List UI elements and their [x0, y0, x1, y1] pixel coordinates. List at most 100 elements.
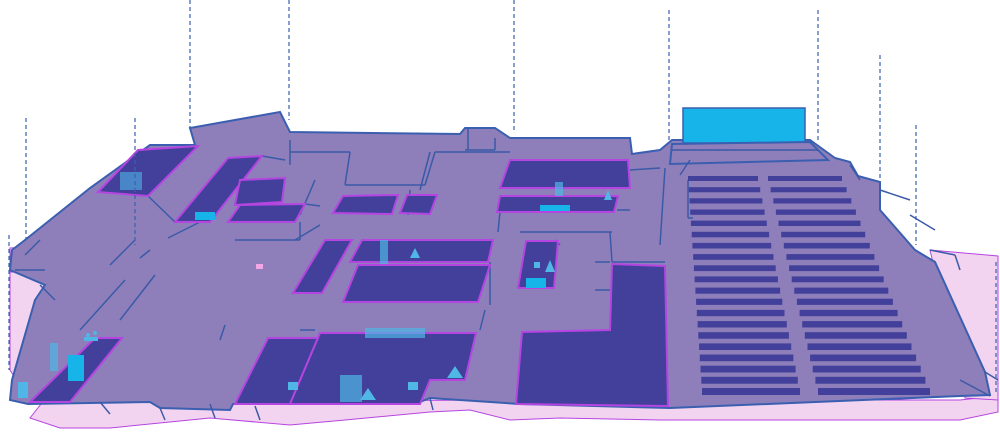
seat-row-right [775, 209, 856, 215]
marker [256, 264, 263, 269]
wall-line [261, 155, 286, 161]
seat-row-right [818, 388, 930, 395]
seat-row-right [802, 321, 903, 328]
wall-line [629, 167, 661, 171]
wall-line [497, 211, 501, 233]
wall-line [147, 195, 176, 223]
tree-icon [447, 366, 463, 378]
seat-row-left [690, 220, 767, 226]
seat-row-right [815, 376, 926, 384]
room-south-center-b [288, 332, 478, 405]
seat-row-right [773, 198, 852, 204]
wall-line [294, 224, 321, 241]
wall-lines [15, 128, 999, 421]
wall-line [209, 403, 216, 419]
seat-row-right [799, 309, 898, 317]
seat-row-right [770, 187, 847, 193]
screen-icon [534, 262, 540, 268]
seat-row-right [786, 254, 875, 260]
room-center-c [341, 264, 492, 303]
wall-line [139, 249, 151, 259]
tree-icon [545, 260, 555, 272]
wall-line [99, 401, 111, 415]
seat-row-left [696, 309, 785, 317]
seat-row-left [701, 376, 798, 384]
seat-row-left [691, 231, 770, 238]
desk-block [540, 205, 570, 211]
room-center-north-b [398, 194, 439, 216]
seat-row-left [700, 365, 796, 373]
room-south-east-hall [514, 262, 670, 408]
wall-line [344, 151, 351, 186]
room-north-strip [498, 159, 632, 189]
room-west-cluster-a [172, 154, 265, 223]
theater-stage [668, 140, 831, 166]
wall-line [109, 239, 136, 266]
seat-row-right [778, 220, 861, 226]
wall-line [304, 203, 321, 207]
wall-line [609, 231, 613, 263]
seat-row-right [791, 276, 884, 283]
seat-row-right [794, 287, 889, 294]
wall-line [954, 254, 961, 271]
desk-block [195, 212, 215, 220]
glow-panel [365, 328, 425, 338]
wall-line [424, 151, 436, 186]
seat-row-left [688, 187, 761, 193]
wall-line [849, 164, 861, 181]
seat-row-left [693, 254, 774, 260]
seat-row-left [692, 242, 772, 249]
wall-line [879, 189, 911, 201]
furniture-accents [18, 172, 612, 402]
tree-icon [604, 190, 612, 200]
seat-row-left [690, 209, 765, 215]
room-west-cluster-b [233, 176, 287, 207]
seat-row-left [702, 388, 800, 395]
room-north-strip-lower [495, 195, 620, 213]
bench-icon [18, 382, 28, 398]
wall-line [929, 249, 956, 256]
glow-panel [340, 375, 362, 402]
wall-line [984, 371, 999, 381]
glow-panel [50, 343, 58, 371]
seat-row-right [789, 265, 880, 272]
seat-row-left [699, 343, 792, 350]
wall-line [79, 279, 126, 331]
seat-row-right [783, 242, 870, 249]
glow-panel [380, 240, 388, 264]
seat-row-left [695, 287, 781, 294]
room-center-b [348, 239, 495, 263]
rooms [27, 144, 670, 408]
seat-row-right [804, 332, 907, 339]
wall-line [24, 239, 41, 256]
theater-seating [688, 176, 930, 395]
wall-line [419, 151, 431, 191]
seat-row-left [697, 321, 787, 328]
seat-row-right [807, 343, 912, 350]
tree-icon [360, 388, 376, 400]
seat-row-left [688, 176, 758, 181]
seat-row-left [699, 354, 794, 362]
seat-row-right [781, 231, 866, 238]
theater-screen [683, 108, 805, 143]
glow-panel [120, 172, 142, 190]
seat-row-left [696, 298, 783, 305]
wall-line [167, 221, 201, 239]
seat-row-left [698, 332, 789, 339]
wall-line [659, 167, 666, 246]
wall-line [679, 159, 691, 176]
wall-line [219, 324, 226, 341]
wall-line [254, 405, 261, 421]
chair-icon [288, 382, 418, 390]
glow-panel [555, 182, 563, 196]
tree-icon [410, 248, 420, 258]
seat-row-left [694, 276, 778, 283]
room-west-cluster-c [226, 202, 307, 223]
seat-row-right [796, 298, 893, 305]
seat-row-left [693, 265, 776, 272]
wall-line [119, 274, 156, 321]
room-center-a [291, 239, 354, 294]
desk-block [68, 355, 84, 381]
seat-row-right [768, 176, 842, 181]
